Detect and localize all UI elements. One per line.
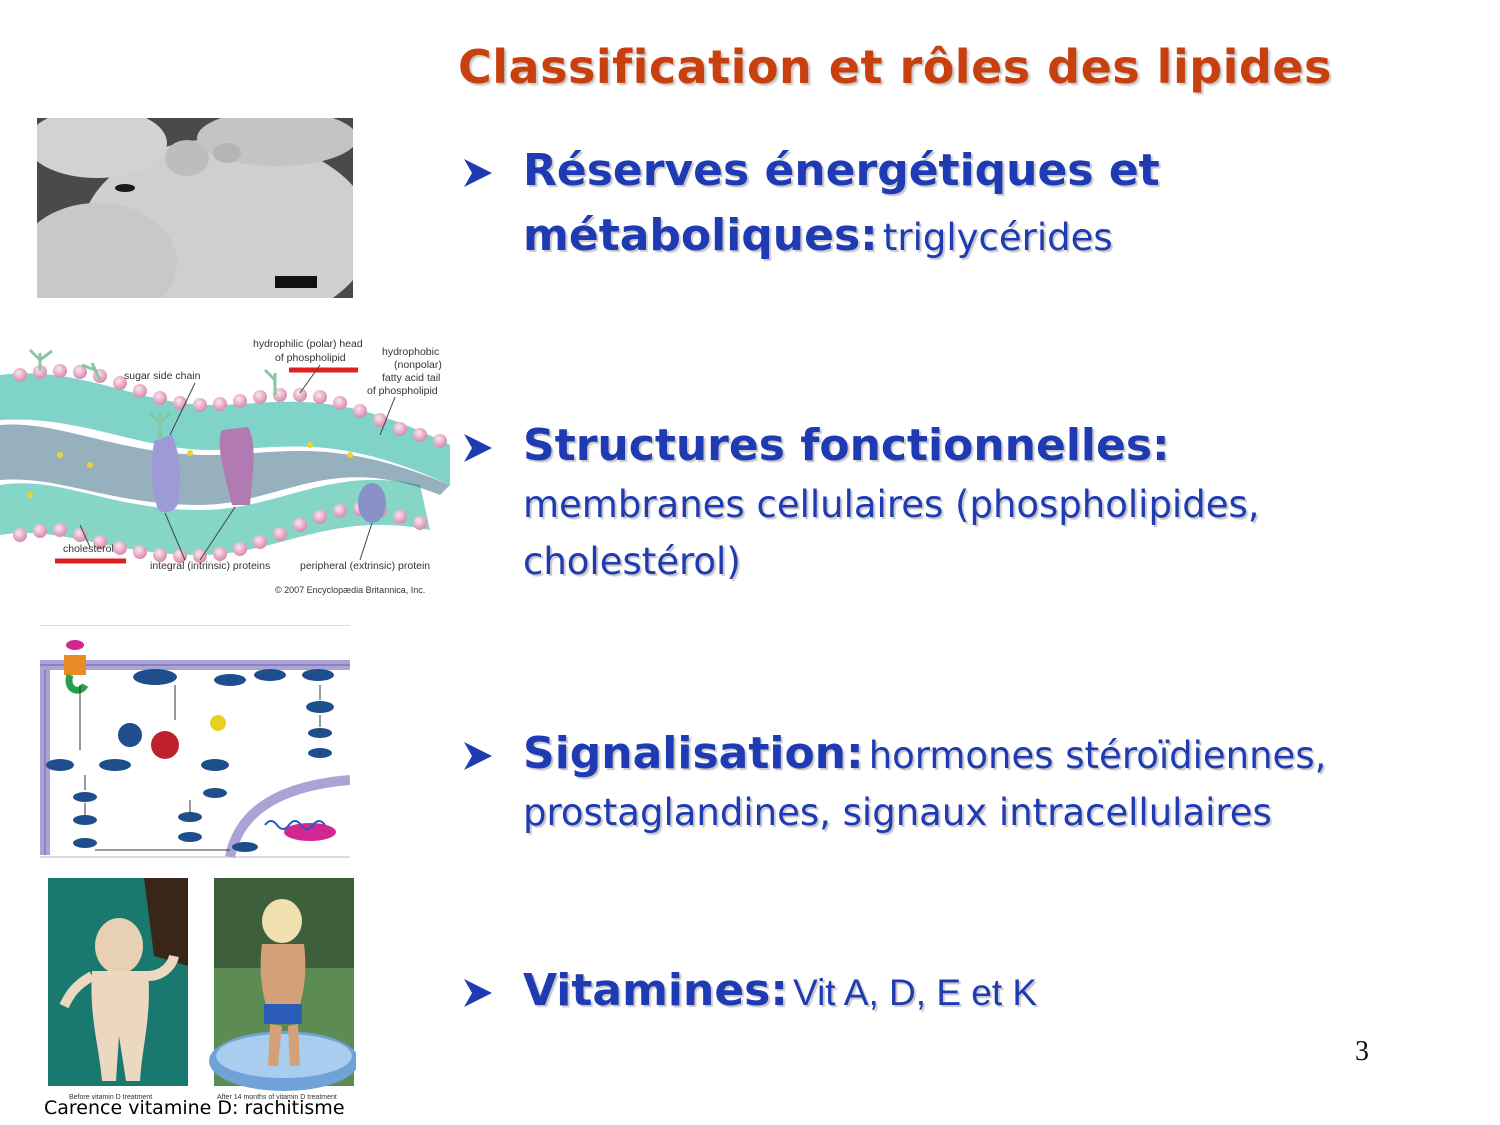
membrane-label: integral (intrinsic) proteins bbox=[150, 560, 270, 572]
bullet-detail: membranes cellulaires (phospholipides, bbox=[523, 483, 1260, 526]
rickets-after-caption: After 14 months of vitamin D treatment bbox=[217, 1094, 337, 1101]
bullet-heading: Signalisation: bbox=[523, 728, 864, 779]
membrane-label: sugar side chain bbox=[124, 370, 201, 382]
slide-title: Classification et rôles des lipides bbox=[458, 40, 1332, 94]
membrane-label: cholesterol bbox=[63, 543, 114, 555]
membrane-label: hydrophilic (polar) head bbox=[253, 338, 363, 350]
arrow-bullet-icon bbox=[464, 434, 492, 462]
arrow-bullet-icon bbox=[464, 979, 492, 1007]
bullet-vitamins: Vitamines: Vit A, D, E et K bbox=[458, 965, 1468, 1016]
membrane-label: of phospholipid bbox=[367, 385, 438, 397]
bullet-heading: Réserves énergétiques et bbox=[523, 145, 1160, 196]
arrow-bullet-icon bbox=[464, 159, 492, 187]
cell-membrane-diagram: hydrophilic (polar) head of phospholipid… bbox=[0, 338, 450, 595]
bullet-heading: métaboliques: bbox=[523, 210, 878, 261]
bullet-detail: Vit A, D, E et K bbox=[793, 972, 1038, 1013]
bullet-signaling: Signalisation: hormones stéroïdiennes, p… bbox=[458, 728, 1468, 834]
bullet-heading: Vitamines: bbox=[523, 965, 788, 1016]
bullet-detail: triglycérides bbox=[882, 216, 1113, 259]
rickets-before-caption: Before vitamin D treatment bbox=[69, 1094, 152, 1101]
bullet-detail: prostaglandines, signaux intracellulaire… bbox=[523, 791, 1272, 834]
membrane-label: peripheral (extrinsic) protein bbox=[300, 560, 430, 572]
membrane-label: (nonpolar) bbox=[394, 359, 442, 371]
membrane-label: fatty acid tail bbox=[382, 372, 440, 384]
membrane-copyright: © 2007 Encyclopædia Britannica, Inc. bbox=[275, 585, 425, 595]
signaling-pathway-diagram bbox=[40, 625, 350, 860]
adipocyte-micrograph-image bbox=[37, 118, 353, 298]
arrow-bullet-icon bbox=[464, 742, 492, 770]
bullet-detail: hormones stéroïdiennes, bbox=[868, 734, 1327, 777]
bullet-functional-structures: Structures fonctionnelles: membranes cel… bbox=[458, 420, 1468, 583]
rickets-photos: Before vitamin D treatment After 14 mont… bbox=[48, 878, 356, 1101]
page-number: 3 bbox=[1355, 1036, 1369, 1067]
bullet-detail: cholestérol) bbox=[523, 540, 741, 583]
bullet-heading: Structures fonctionnelles: bbox=[523, 420, 1170, 471]
membrane-label: of phospholipid bbox=[275, 352, 346, 364]
figure-caption: Carence vitamine D: rachitisme bbox=[44, 1097, 345, 1119]
bullet-energy-reserves: Réserves énergétiques et métaboliques: t… bbox=[458, 145, 1468, 261]
membrane-label: hydrophobic bbox=[382, 346, 439, 358]
